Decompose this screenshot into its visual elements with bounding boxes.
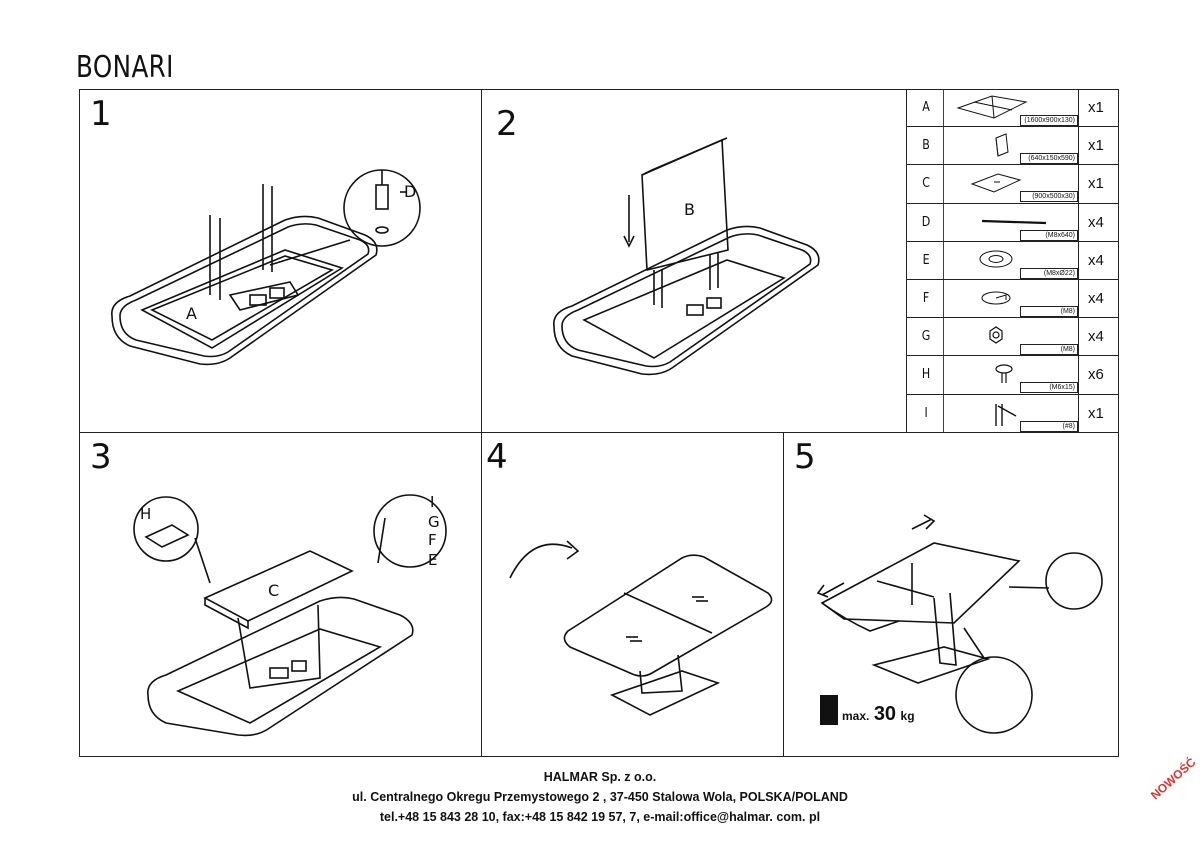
- column-icon: [995, 133, 1009, 157]
- parts-list-row: H (M6x15) x6: [906, 356, 1119, 395]
- step-1-number: 1: [90, 94, 112, 134]
- weight-prefix: max.: [842, 709, 870, 723]
- parts-list-row: G (M8) x4: [906, 318, 1119, 357]
- part-dimensions: (640x150x590): [1020, 153, 1078, 165]
- quantity-box: [1078, 89, 1119, 127]
- part-f-callout: F: [428, 531, 437, 549]
- part-letter: I: [909, 394, 944, 433]
- part-i-callout: I: [430, 493, 435, 511]
- parts-list-row: B (640x150x590) x1: [906, 127, 1119, 166]
- spring-washer-icon: [981, 291, 1011, 305]
- threaded-rod-icon: [981, 219, 1047, 224]
- part-h-callout: H: [140, 505, 152, 523]
- part-quantity: x4: [1088, 251, 1104, 269]
- allen-key-icon: [995, 403, 1017, 426]
- part-e-callout: E: [428, 551, 438, 569]
- parts-list-row: I (#8) x1: [906, 394, 1119, 433]
- parts-list: A (1600x900x130) x1 B (640x150x590) x1 C…: [906, 89, 1119, 433]
- quantity-box: [1078, 203, 1119, 241]
- step-5-number: 5: [794, 437, 816, 477]
- part-b-label: B: [684, 200, 695, 219]
- quantity-box: [1078, 280, 1119, 318]
- parts-list-row: A (1600x900x130) x1: [906, 89, 1119, 128]
- part-g-callout: G: [428, 513, 440, 531]
- parts-list-row: F (M8) x4: [906, 280, 1119, 319]
- weight-unit: kg: [900, 709, 915, 723]
- part-letter: B: [909, 127, 944, 165]
- part-quantity: x4: [1088, 213, 1104, 231]
- part-dimensions: (#8): [1020, 420, 1078, 432]
- part-quantity: x1: [1088, 175, 1104, 193]
- step-4-panel: 4: [481, 432, 784, 757]
- quantity-box: [1078, 356, 1119, 394]
- tabletop-icon: [956, 95, 1028, 119]
- part-dimensions: (M8): [1020, 306, 1078, 317]
- step-3-number: 3: [90, 437, 112, 477]
- parts-list-row: D (M8x640) x4: [906, 203, 1119, 242]
- part-letter: F: [909, 280, 944, 318]
- part-d-callout: D: [404, 182, 417, 201]
- part-letter: E: [909, 241, 944, 279]
- weight-value: 30: [873, 703, 897, 725]
- part-dimensions: (M8): [1020, 344, 1078, 356]
- quantity-box: [1078, 165, 1119, 203]
- part-dimensions: (M8xØ22): [1020, 267, 1078, 279]
- weight-limit: max. 30 kg: [842, 703, 915, 726]
- part-quantity: x1: [1088, 99, 1104, 116]
- washer-icon: [979, 250, 1013, 268]
- part-dimensions: (1600x900x130): [1020, 115, 1078, 126]
- footer-contact: tel.+48 15 843 28 10, fax:+48 15 842 19 …: [379, 810, 821, 824]
- part-a-label: A: [186, 304, 197, 323]
- quantity-box: [1078, 241, 1119, 279]
- footer-company: HALMAR Sp. z o.o.: [543, 770, 657, 784]
- step-2-drawing: [553, 137, 820, 376]
- part-letter: H: [909, 356, 944, 394]
- part-quantity: x1: [1088, 137, 1104, 155]
- nut-icon: [989, 326, 1003, 344]
- part-letter: G: [909, 318, 944, 356]
- parts-list-row: C (900x500x30) x1: [906, 165, 1119, 204]
- part-quantity: x6: [1088, 366, 1104, 384]
- part-dimensions: (M8x640): [1020, 229, 1078, 241]
- part-letter: A: [909, 89, 944, 127]
- step-2-panel: 2 B: [481, 89, 907, 433]
- step-1-drawing: [111, 169, 421, 366]
- step-4-drawing: [509, 540, 773, 716]
- leveling-foot-icon: [995, 364, 1013, 384]
- part-quantity: x4: [1088, 328, 1104, 346]
- weight-icon: [820, 695, 838, 725]
- part-dimensions: (900x500x30): [1020, 191, 1078, 203]
- quantity-box: [1078, 318, 1119, 356]
- part-quantity: x4: [1088, 290, 1104, 307]
- step-5-drawing: [816, 514, 1103, 734]
- step-4-number: 4: [486, 437, 508, 477]
- quantity-box: [1078, 127, 1119, 165]
- parts-list-row: E (M8xØ22) x4: [906, 241, 1119, 280]
- part-dimensions: (M6x15): [1020, 382, 1078, 394]
- step-3-drawing: [133, 494, 447, 737]
- plate-icon: [970, 173, 1022, 193]
- footer-address: ul. Centralnego Okregu Przemystowego 2 ,…: [352, 790, 848, 804]
- step-1-panel: 1 A D: [79, 89, 482, 433]
- part-letter: C: [909, 165, 944, 203]
- step-2-number: 2: [496, 104, 518, 144]
- part-letter: D: [909, 203, 944, 241]
- document-title: BONARI: [76, 50, 174, 85]
- step-5-panel: 5 max. 30 kg: [783, 432, 1119, 757]
- step-3-panel: 3 C H I G F E: [79, 432, 482, 757]
- part-quantity: x1: [1088, 404, 1104, 422]
- quantity-box: [1078, 394, 1119, 433]
- part-c-label: C: [268, 581, 280, 600]
